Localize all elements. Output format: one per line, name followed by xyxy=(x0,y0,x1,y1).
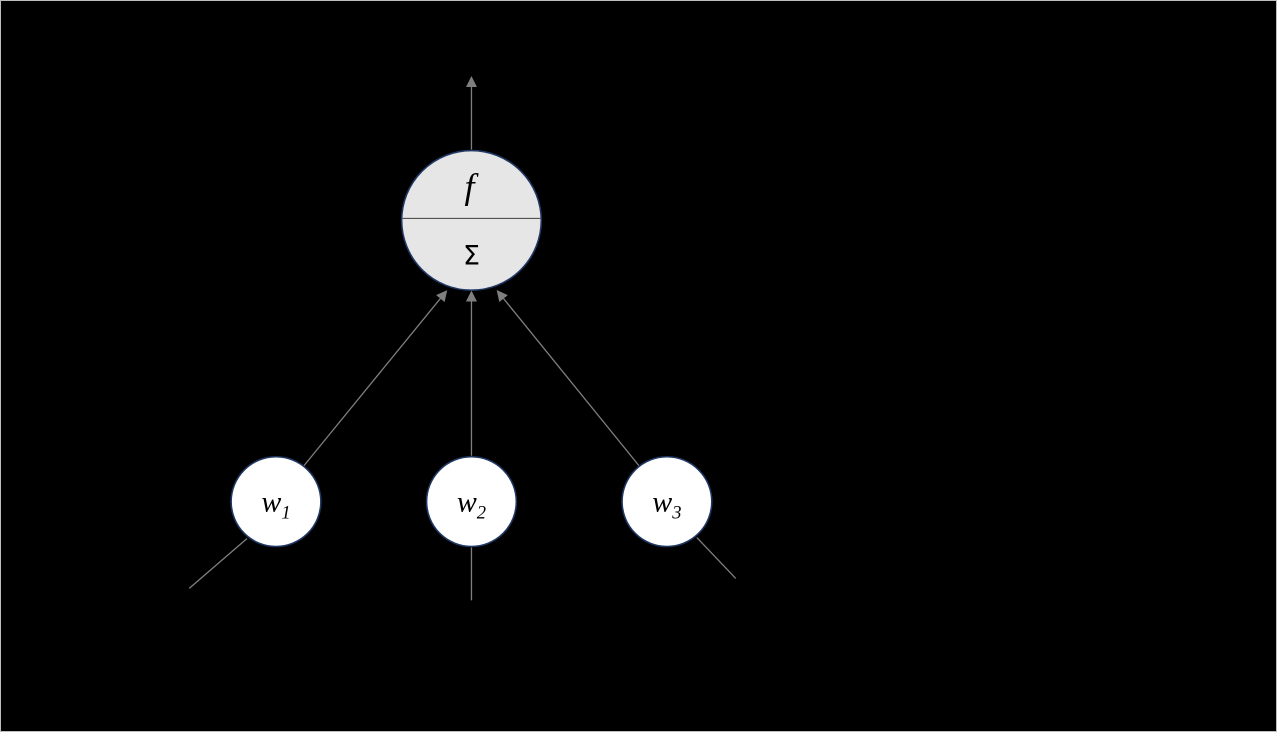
weight2-subscript: 2 xyxy=(477,503,486,524)
weight3-to-neuron-arrow xyxy=(496,290,640,467)
weight-node-3: w3 xyxy=(621,455,713,548)
neuron-circle xyxy=(400,149,543,292)
weight1-base: w xyxy=(261,486,281,519)
weight1-subscript: 1 xyxy=(281,503,290,524)
input-line-1 xyxy=(188,538,248,589)
input-line-3 xyxy=(696,537,737,579)
weight1-to-neuron-arrow xyxy=(303,290,448,467)
summation-label: Σ xyxy=(463,240,480,271)
weight-node-2: w2 xyxy=(425,455,518,548)
weight-node-1: w1 xyxy=(230,455,322,548)
weight1-circle xyxy=(230,455,322,548)
weight3-subscript: 3 xyxy=(671,503,681,524)
weight1-label: w1 xyxy=(261,486,290,524)
weight3-circle xyxy=(621,455,713,548)
weight2-base: w xyxy=(457,486,477,519)
weight2-circle xyxy=(425,455,518,548)
neuron-node: f Σ xyxy=(400,149,543,292)
weight3-label: w3 xyxy=(652,486,681,524)
weight2-label: w2 xyxy=(457,486,486,524)
weight3-base: w xyxy=(652,486,672,519)
